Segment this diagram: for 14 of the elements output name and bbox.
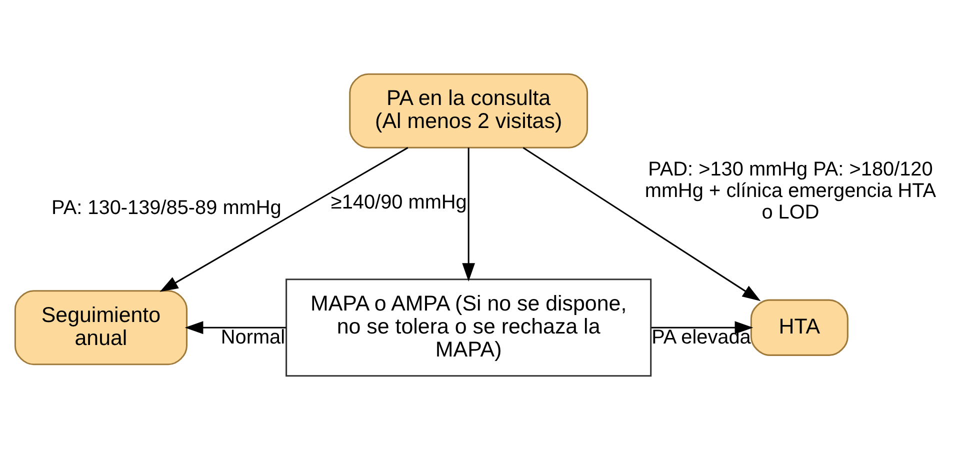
arrow: [184, 321, 286, 334]
edge-label: PA elevada: [652, 326, 751, 349]
edge-label: PAD: >130 mmHg PA: >180/120 mmHg + clínica emergencia HTA o LOD: [644, 158, 936, 224]
node-box: HTA: [750, 299, 848, 356]
edge-label: Normal: [220, 326, 286, 349]
arrow: [160, 147, 408, 292]
edge-label: PA: 130-139/85-89 mmHg: [52, 196, 282, 219]
arrow: [522, 147, 761, 302]
arrow: [462, 148, 476, 282]
node-box: Seguimiento anual: [14, 290, 188, 366]
arrow: [651, 321, 754, 334]
edge-label: ≥140/90 mmHg: [330, 191, 467, 214]
node-box: MAPA o AMPA (Si no se dispone, no se tolera o se rechaza la MAPA): [286, 278, 652, 377]
node-box: PA en la consulta (Al menos 2 visitas): [349, 73, 588, 148]
